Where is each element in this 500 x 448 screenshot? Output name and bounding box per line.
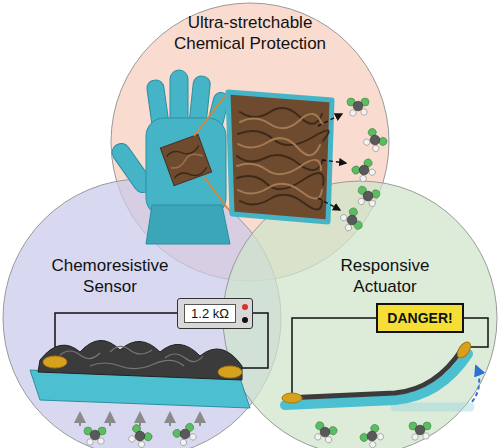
circle-heading: Responsive Actuator — [320, 255, 450, 298]
glove — [109, 70, 230, 244]
circle-shape — [111, 3, 389, 281]
display-text: 1.2 kΩ — [184, 304, 236, 323]
material-swatch-part — [169, 151, 203, 169]
terminal-black — [242, 317, 248, 323]
protection-circle: Ultra-stretchable Chemical Protection — [110, 2, 390, 282]
sensor-device-part — [43, 356, 67, 368]
crumpled-panel-part-part — [238, 184, 322, 199]
circle-heading: Chemoresistive Sensor — [35, 255, 185, 298]
solvent-molecules-top-part — [347, 98, 369, 116]
exposure-arrows — [80, 413, 200, 426]
exposure-arrows-part — [139, 413, 141, 426]
actuator-circle: Responsive ActuatorDANGER! — [222, 180, 498, 448]
sensor-circle: Chemoresistive Sensor 1.2 kΩ — [2, 178, 282, 448]
solvent-molecules-sensor — [84, 422, 199, 448]
material-swatch-part — [166, 143, 200, 162]
ohmmeter-display: 1.2 kΩ — [177, 298, 253, 329]
exposure-arrows-part — [79, 413, 81, 426]
permeation-arrows-part — [318, 198, 340, 210]
bending-arrow — [472, 366, 479, 402]
terminal-red — [242, 304, 248, 310]
sensor-device-part-part — [110, 346, 152, 354]
actuator-strip-part — [395, 403, 470, 412]
crumpled-panel-part — [228, 92, 332, 222]
permeation-arrows-part — [318, 114, 342, 126]
solvent-molecules-actuator-part — [409, 422, 431, 440]
crumpled-panel-part-part — [240, 108, 322, 124]
crumpled-panel-part — [237, 108, 329, 210]
solvent-molecules-top-part — [355, 185, 381, 208]
sensor-device-part — [218, 366, 242, 378]
crumpled-panel-part-part — [240, 114, 322, 128]
solvent-molecules-sensor-part — [84, 427, 106, 445]
zoom-lines-part — [204, 177, 232, 214]
solvent-molecules-top-part — [360, 127, 389, 155]
circle-shape — [3, 179, 281, 448]
actuator-strip-part — [455, 340, 474, 360]
actuator-strip-part — [282, 393, 302, 403]
crumpled-panel-part-part — [240, 195, 322, 210]
solvent-molecules-actuator — [311, 421, 431, 448]
actuator-strip-part — [285, 349, 462, 398]
glove-part — [146, 205, 230, 244]
zoom-lines-part — [194, 92, 228, 136]
actuator-strip — [282, 340, 473, 407]
sensor-device — [30, 340, 250, 408]
crumpled-panel-part-part — [237, 173, 324, 189]
solvent-molecules-sensor-part — [172, 422, 200, 448]
exposure-arrows-part — [169, 413, 171, 426]
solvent-molecules-sensor-part — [125, 423, 153, 448]
sensor-device-part — [60, 346, 203, 368]
sensor-device-part-part — [90, 360, 184, 368]
exposure-arrows-part — [109, 413, 111, 426]
sensor-device-part — [38, 340, 242, 380]
display-text: DANGER! — [387, 310, 452, 326]
material-swatch-part — [174, 164, 208, 183]
solvent-molecules-top-part — [339, 207, 364, 234]
exposure-arrows-part — [199, 413, 201, 426]
crumpled-panel — [228, 92, 332, 222]
circle-heading: Ultra-stretchable Chemical Protection — [160, 12, 340, 55]
solvent-molecules-actuator-part — [311, 421, 338, 446]
crumpled-panel-part-part — [237, 160, 321, 174]
sensor-device-part-part — [60, 351, 100, 359]
permeation-arrows — [318, 114, 346, 210]
solvent-molecules-top — [339, 98, 389, 234]
crumpled-panel-part-part — [238, 138, 320, 155]
circle-shape — [223, 181, 497, 448]
danger-sign: DANGER! — [376, 303, 463, 333]
solvent-molecules-actuator-part — [358, 423, 387, 448]
solvent-molecules-top-part — [350, 158, 378, 185]
crumpled-panel-part-part — [237, 155, 323, 170]
glove-part — [146, 118, 226, 216]
permeation-arrows-part — [322, 160, 346, 163]
